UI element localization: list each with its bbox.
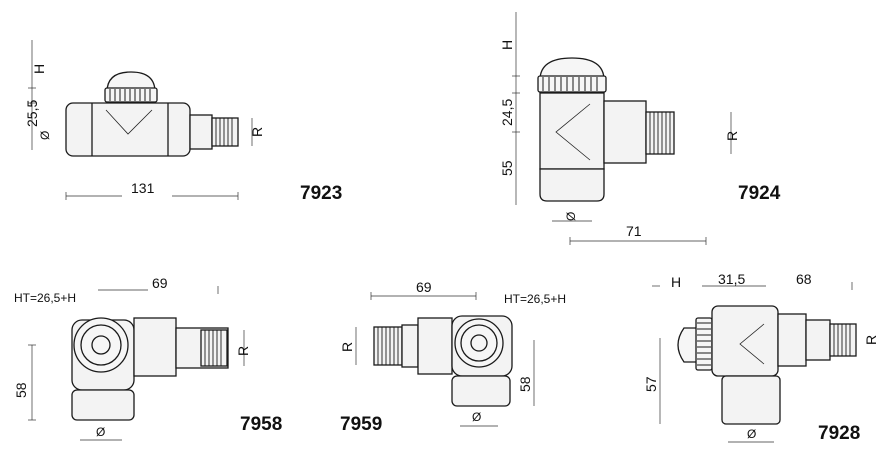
dim-length-label: 71 — [626, 223, 642, 239]
dim-thread-label: R — [235, 346, 251, 356]
dim-diameter-label: Ø — [472, 410, 481, 424]
dim-height-label: 57 — [643, 376, 659, 392]
dim-thread-label: R — [249, 127, 265, 137]
dim-thread-label: R — [339, 342, 355, 352]
dim-length-label: 69 — [152, 275, 168, 291]
thread-nipple — [373, 326, 403, 366]
cap-knurl-band — [695, 317, 713, 371]
cap-knurl-lines — [697, 322, 711, 366]
dim-height-a-label: 24,5 — [499, 99, 515, 126]
valve-body — [539, 92, 605, 170]
dim-h-label: H — [499, 40, 515, 50]
thread-lines — [204, 330, 222, 366]
cap-knurl-lines — [542, 77, 598, 91]
product-code: 7923 — [300, 183, 342, 204]
connector — [603, 100, 647, 164]
valve-bottom — [71, 389, 135, 421]
dim-diameter-label: Ø — [564, 212, 578, 221]
dim-diameter-label: Ø — [38, 131, 52, 140]
thread-lines — [215, 118, 233, 146]
dim-height-b-label: 55 — [499, 160, 515, 176]
connector — [417, 317, 453, 375]
dim-h-label: H — [671, 274, 681, 290]
thread-lines — [649, 112, 671, 154]
cap-knurl-band — [104, 87, 158, 103]
cap-dome — [539, 57, 605, 81]
nut — [401, 324, 419, 368]
dim-htotal-label: HT=26,5+H — [14, 291, 76, 305]
thread-lines — [833, 324, 851, 356]
cap-top-view — [73, 317, 129, 373]
connector — [777, 313, 807, 367]
connector — [133, 317, 177, 377]
product-code: 7959 — [340, 414, 382, 435]
product-code: 7958 — [240, 414, 282, 435]
valve-bottom — [451, 375, 511, 407]
figure-7923: H 25,5 Ø R 131 7923 — [24, 40, 342, 204]
dim-height-label: 25,5 — [24, 100, 40, 127]
dim-h-label: H — [31, 64, 47, 74]
valve-bottom — [721, 375, 781, 425]
thread-lines — [377, 327, 399, 365]
body-arrow-mark — [739, 323, 765, 365]
dim-length-label: 68 — [796, 271, 812, 287]
valve-bottom — [539, 168, 605, 202]
dim-height-label: 58 — [517, 376, 533, 392]
dim-thread-label: R — [724, 131, 740, 141]
nut — [805, 319, 831, 361]
figure-7924: H 24,5 55 R Ø 71 7924 — [499, 12, 781, 245]
cap-knurl-band — [537, 75, 607, 93]
dim-offset-label: 31,5 — [718, 271, 745, 287]
connector — [189, 114, 213, 150]
dim-length-label: 131 — [131, 180, 155, 196]
cap-knurl-lines — [109, 89, 151, 101]
valve-body — [65, 102, 191, 157]
cap-dome — [106, 71, 156, 93]
figure-7928: H 31,5 68 R 57 Ø 7928 — [643, 271, 877, 444]
dim-diameter-label: Ø — [96, 425, 105, 439]
thread-nipple — [645, 111, 675, 155]
dim-thread-label: R — [863, 335, 877, 345]
dim-height-label: 58 — [13, 382, 29, 398]
valve-body — [711, 305, 779, 377]
dim-length-label: 69 — [416, 279, 432, 295]
product-code: 7924 — [738, 183, 781, 204]
dim-diameter-label: Ø — [747, 427, 756, 441]
body-arrow-mark — [105, 109, 153, 135]
figure-7959: 69 HT=26,5+H R 58 Ø 7959 — [339, 279, 566, 435]
body-arrow-mark — [555, 103, 591, 161]
figure-7958: 69 HT=26,5+H R 58 Ø 7958 — [13, 275, 282, 441]
cap-top-view — [454, 318, 504, 368]
product-code: 7928 — [818, 423, 860, 444]
dim-htotal-label: HT=26,5+H — [504, 292, 566, 306]
